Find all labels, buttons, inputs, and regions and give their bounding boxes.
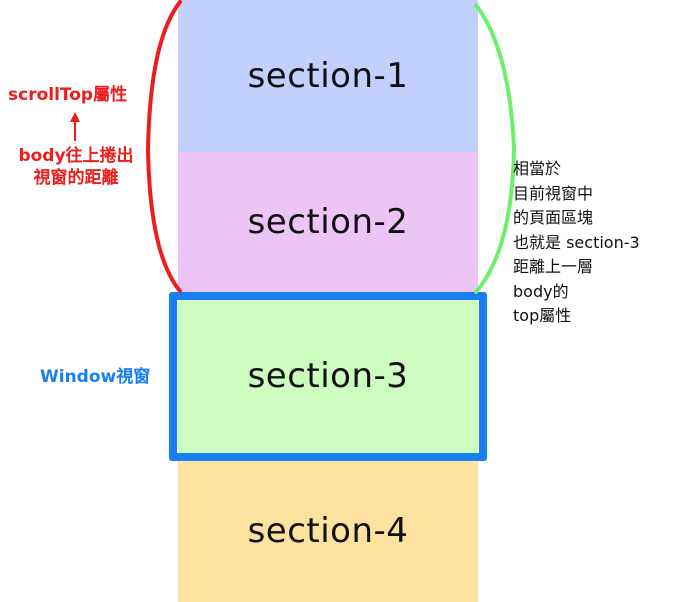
body-scrolled-line-2: 視窗的距離: [33, 168, 119, 188]
explanation-line: 相當於: [513, 159, 562, 178]
scrolltop-label: scrollTop屬性: [8, 85, 128, 105]
section-3-block: section-3: [178, 292, 478, 459]
red-brace: [145, 0, 182, 293]
section-1-block: section-1: [178, 0, 478, 152]
explanation-line: 目前視窗中: [513, 183, 594, 203]
section-2-label: section-2: [247, 202, 409, 242]
explanation-line: 也就是 section-3: [513, 232, 640, 252]
green-brace: [474, 3, 517, 294]
section-4-block: section-4: [178, 459, 478, 602]
section-4-label: section-4: [247, 510, 409, 551]
body-scrolled-label: body往上捲出 視窗的距離: [6, 145, 146, 189]
window-label: Window視窗: [40, 367, 151, 387]
up-arrow-icon: [70, 112, 80, 141]
window-viewport-frame: [169, 292, 487, 461]
explanation-line: 距離上一層: [513, 257, 594, 276]
body-scrolled-line-1: body往上捲出: [18, 146, 134, 166]
section-1-label: section-1: [247, 56, 409, 96]
explanation-line: 的頁面區塊: [513, 208, 594, 227]
section-2-block: section-2: [178, 152, 478, 292]
section-3-top-explanation: 相當於 目前視窗中 的頁面區塊 也就是 section-3 距離上一層 body…: [513, 157, 693, 329]
explanation-line: body的: [513, 281, 569, 301]
explanation-line: top屬性: [513, 306, 572, 325]
section-3-label: section-3: [247, 355, 409, 396]
